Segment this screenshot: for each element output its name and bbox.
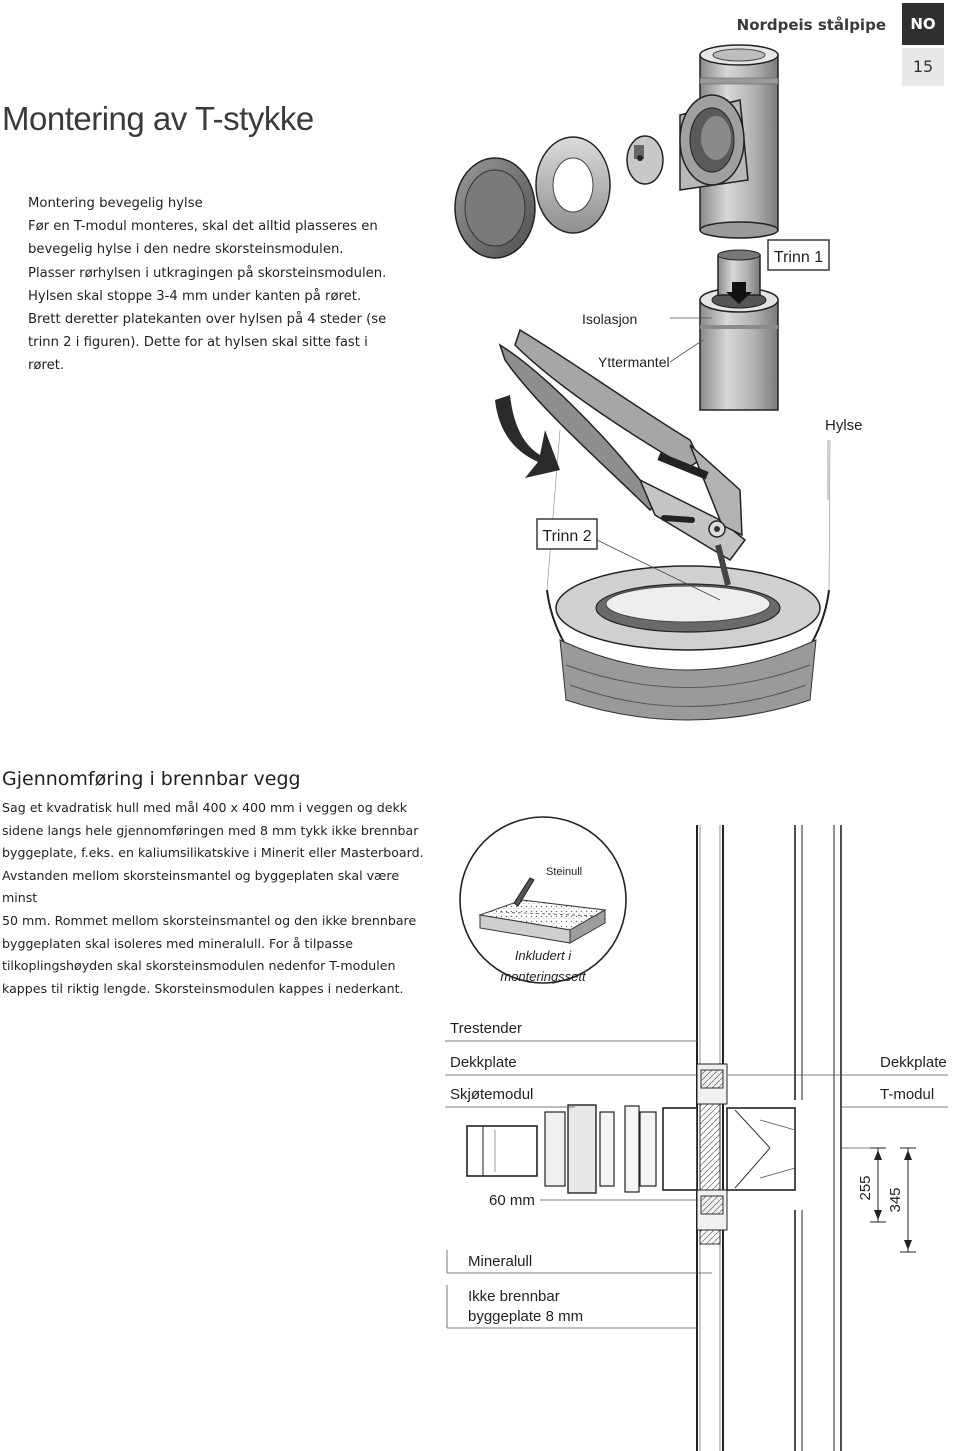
intro-line: Plasser rørhylsen i utkragingen på skors… xyxy=(28,265,387,281)
t-module xyxy=(679,44,779,239)
inkludert-text-2: monteringssett xyxy=(500,969,587,984)
trinn1-text: Trinn 1 xyxy=(774,249,823,266)
dekkplate-left-text: Dekkplate xyxy=(450,1054,517,1071)
dimension-345: 345 xyxy=(887,1147,916,1253)
insulation-ring xyxy=(535,136,611,234)
intro-line: Hylsen skal stoppe 3-4 mm under kanten p… xyxy=(28,288,362,304)
label-dekkplate-right: Dekkplate xyxy=(728,1054,948,1076)
page-title: Montering av T-stykke xyxy=(2,100,314,137)
dekkplate-right-text: Dekkplate xyxy=(880,1054,947,1071)
dim-255-text: 255 xyxy=(857,1175,874,1200)
section-line: kappes til riktig lengde. Skorsteinsmodu… xyxy=(2,980,404,996)
trestender-text: Trestender xyxy=(450,1020,522,1037)
language-badge: NO xyxy=(902,3,944,45)
t-branch xyxy=(662,1107,796,1191)
section-line: Sag et kvadratisk hull med mål 400 x 400… xyxy=(2,800,408,815)
rotation-arrow-icon xyxy=(495,395,560,478)
dim-345-text: 345 xyxy=(887,1187,904,1212)
chimney-pipe xyxy=(794,825,842,1451)
yttermantel-text: Yttermantel xyxy=(598,354,670,370)
skjotemodul-text: Skjøtemodul xyxy=(450,1086,533,1103)
skjotemodul xyxy=(544,1104,657,1194)
steinull-text: Steinull xyxy=(546,866,582,878)
label-60mm: 60 mm xyxy=(489,1192,698,1209)
brand-name: Nordpeis stålpipe xyxy=(736,16,886,34)
section-line: 50 mm. Rommet mellom skorsteinsmantel og… xyxy=(2,912,417,928)
t-modul-text: T-modul xyxy=(880,1086,934,1103)
page-number: 15 xyxy=(902,48,944,86)
label-ikke-brennbar: Ikke brennbar byggeplate 8 mm xyxy=(446,1285,698,1329)
intro-line: bevegelig hylse i den nedre skorsteinsmo… xyxy=(28,242,344,258)
section-line: byggeplaten skal isoleres med mineralull… xyxy=(2,935,353,951)
mineralull-text: Mineralull xyxy=(468,1253,532,1270)
trinn2-label: Trinn 2 xyxy=(536,518,721,601)
intro-line: Før en T-modul monteres, skal det alltid… xyxy=(28,219,378,235)
trinn1-label: Trinn 1 xyxy=(767,239,830,271)
label-mineralull: Mineralull xyxy=(446,1250,712,1274)
section-line: sidene langs hele gjennomføringen med 8 … xyxy=(2,822,419,838)
dimension-255: 255 xyxy=(857,1147,886,1223)
yttermantel-label: Yttermantel xyxy=(598,339,704,370)
intro-text: Montering bevegelig hylse Før en T-modul… xyxy=(28,192,408,378)
connector-pipe xyxy=(466,1125,538,1177)
detail-circle xyxy=(546,429,831,721)
hylse-label: Hylse xyxy=(825,417,863,500)
section-line: byggeplate, f.eks. en kaliumsilikatskive… xyxy=(2,845,424,861)
lower-module xyxy=(699,249,779,411)
mm60-text: 60 mm xyxy=(489,1192,535,1209)
cap-disc xyxy=(454,157,536,259)
pliers xyxy=(498,328,747,586)
ikke-brennbar-text-1: Ikke brennbar xyxy=(468,1288,560,1305)
section-heading: Gjennomføring i brennbar vegg xyxy=(2,768,301,790)
isolasjon-label: Isolasjon xyxy=(582,311,712,327)
label-dekkplate-left: Dekkplate xyxy=(445,1054,698,1076)
section-line: tilkoplingshøyden skal skorsteinsmodulen… xyxy=(2,958,396,974)
inkludert-text-1: Inkludert i xyxy=(515,948,572,963)
intro-line: trinn 2 i figuren). Dette for at hylsen … xyxy=(28,335,368,351)
intro-line: Brett deretter platekanten over hylsen p… xyxy=(28,312,387,328)
ikke-brennbar-text-2: byggeplate 8 mm xyxy=(468,1308,583,1325)
section-body: Sag et kvadratisk hull med mål 400 x 400… xyxy=(2,797,432,1000)
trinn2-text: Trinn 2 xyxy=(542,528,591,545)
label-t-modul: T-modul xyxy=(842,1086,948,1108)
label-skjotemodul: Skjøtemodul xyxy=(445,1086,575,1108)
intro-line: røret. xyxy=(28,358,65,374)
section-line: Avstanden mellom skorsteinsmantel og byg… xyxy=(2,867,400,906)
sleeve-ring xyxy=(626,135,664,185)
hylse-text: Hylse xyxy=(825,417,863,434)
label-trestender: Trestender xyxy=(445,1020,698,1042)
steinull-detail: Steinull Inkludert i monteringssett xyxy=(459,816,627,984)
isolasjon-text: Isolasjon xyxy=(582,311,637,327)
wall xyxy=(696,825,728,1451)
intro-heading: Montering bevegelig hylse xyxy=(28,196,203,211)
